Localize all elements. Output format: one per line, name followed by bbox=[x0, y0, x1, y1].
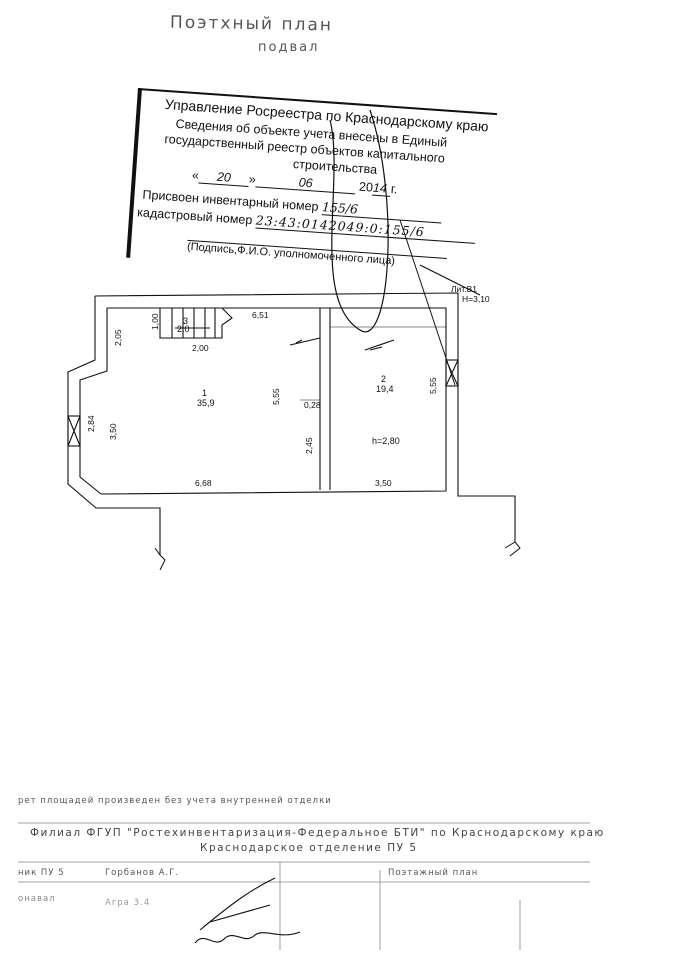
room-1-number: 1 bbox=[202, 388, 207, 398]
door-1 bbox=[289, 337, 321, 346]
height-label: H=3,10 bbox=[462, 294, 490, 304]
footer-note: рет площадей произведен без учета внутре… bbox=[18, 796, 332, 806]
footer-row2-name: Агра 3.4 bbox=[105, 898, 151, 908]
signature-scribble-1 bbox=[199, 877, 276, 931]
partition-wall bbox=[319, 308, 331, 490]
dim-room2-side: 5,55 bbox=[428, 377, 438, 394]
room-1-area: 35,9 bbox=[197, 398, 215, 408]
dim-stair-length: 2,00 bbox=[192, 343, 209, 353]
footer-row1-name: Горбанов А.Г. bbox=[105, 868, 180, 878]
footer-row2-role: онавал bbox=[18, 894, 56, 904]
window-right bbox=[445, 359, 459, 387]
dim-left-wall: 3,50 bbox=[108, 423, 118, 440]
dim-room1-height: 5,55 bbox=[271, 388, 281, 405]
dim-bottom-room1: 6,68 bbox=[195, 478, 212, 488]
footer-division: Краснодарское отделение ПУ 5 bbox=[200, 842, 418, 854]
door-2 bbox=[364, 339, 395, 351]
footer-row1-role: ник ПУ 5 bbox=[18, 868, 65, 878]
room-2-height: h=2,80 bbox=[372, 436, 400, 446]
room-3-area: 2,0 bbox=[177, 324, 190, 334]
room-3-number: 3 bbox=[183, 316, 188, 326]
dim-left-upper: 2,05 bbox=[113, 329, 123, 346]
dim-partition-lower: 2,45 bbox=[304, 437, 314, 454]
stair bbox=[159, 307, 233, 339]
outer-wall bbox=[67, 292, 516, 555]
dim-stair-width: 1,00 bbox=[150, 313, 160, 330]
dim-left-window: 2,84 bbox=[86, 415, 96, 432]
room-2-number: 2 bbox=[381, 374, 386, 384]
signature-scribble-2 bbox=[194, 931, 301, 944]
window-left bbox=[67, 415, 81, 447]
page-subtitle: подвал bbox=[258, 40, 320, 55]
dim-top-right: 6,51 bbox=[252, 310, 269, 320]
liter-label: Лит.В1 bbox=[451, 284, 477, 294]
dim-partition-offset: 0,28 bbox=[304, 400, 321, 410]
room-2-area: 19,4 bbox=[376, 384, 394, 394]
dim-bottom-room2: 3,50 bbox=[375, 478, 392, 488]
footer-row1-title: Поэтажный план bbox=[388, 868, 479, 878]
footer-org: Филиал ФГУП "Ростехинвентаризация-Федера… bbox=[30, 827, 605, 839]
